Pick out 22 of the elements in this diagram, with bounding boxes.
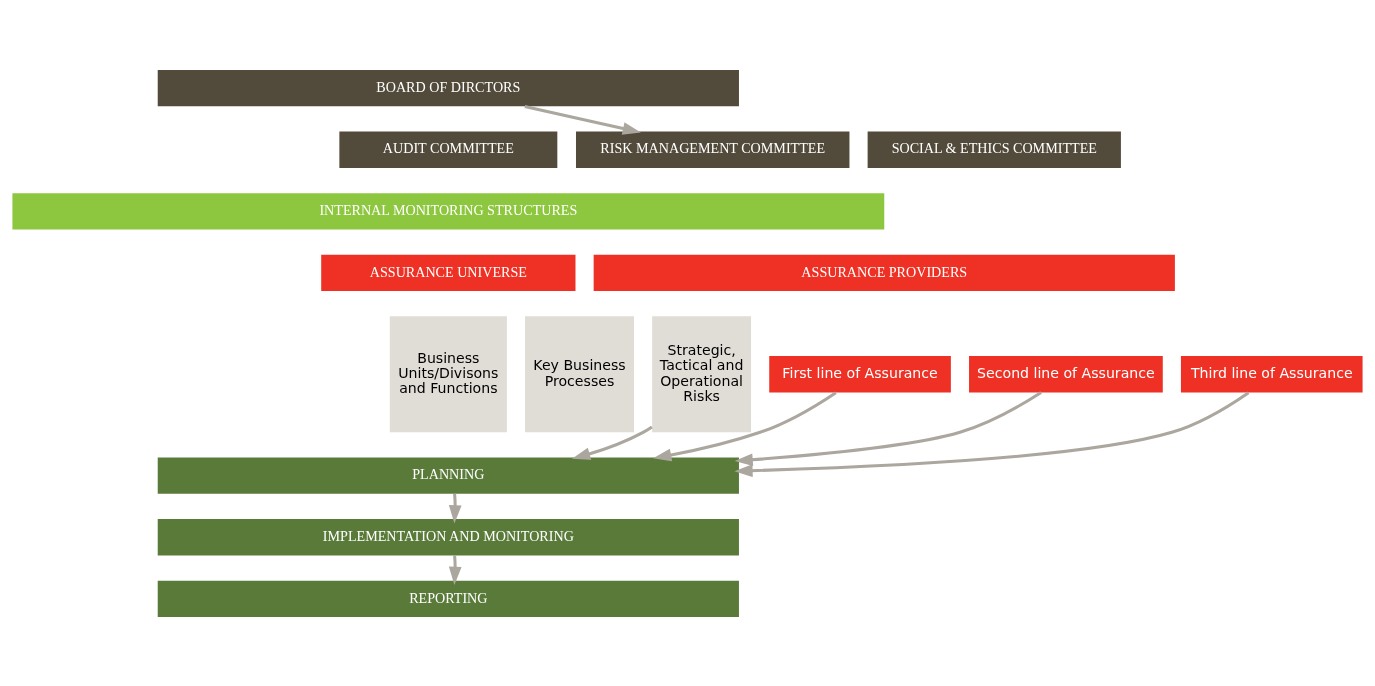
arrow <box>572 425 653 460</box>
arrow <box>448 554 462 585</box>
node-box: Second line of Assurance <box>969 355 1163 392</box>
arrow <box>524 104 641 135</box>
node-box: Third line of Assurance <box>1180 355 1363 392</box>
node-box: RISK MANAGEMENT COMMITTEE <box>576 131 850 168</box>
arrow <box>734 390 1042 466</box>
node-box: AUDIT COMMITTEE <box>339 131 558 168</box>
node-box: SOCIAL & ETHICS COMMITTEE <box>867 131 1121 168</box>
node-box: ASSURANCE PROVIDERS <box>593 254 1175 291</box>
arrow <box>734 390 1250 477</box>
node-box: Key Business Processes <box>525 315 634 432</box>
arrow <box>653 390 837 461</box>
node-box: First line of Assurance <box>769 355 951 392</box>
node-box: INTERNAL MONITORING STRUCTURES <box>12 192 885 229</box>
node-box: Business Units/Divisons and Functions <box>389 315 507 432</box>
node-box: REPORTING <box>157 580 739 617</box>
node-box: ASSURANCE UNIVERSE <box>321 254 576 291</box>
node-box: IMPLEMENTATION AND MONITORING <box>157 518 739 555</box>
node-box: PLANNING <box>157 457 739 494</box>
node-box: Strategic, Tactical and Operational Risks <box>652 315 752 432</box>
node-box: BOARD OF DIRCTORS <box>157 69 739 106</box>
